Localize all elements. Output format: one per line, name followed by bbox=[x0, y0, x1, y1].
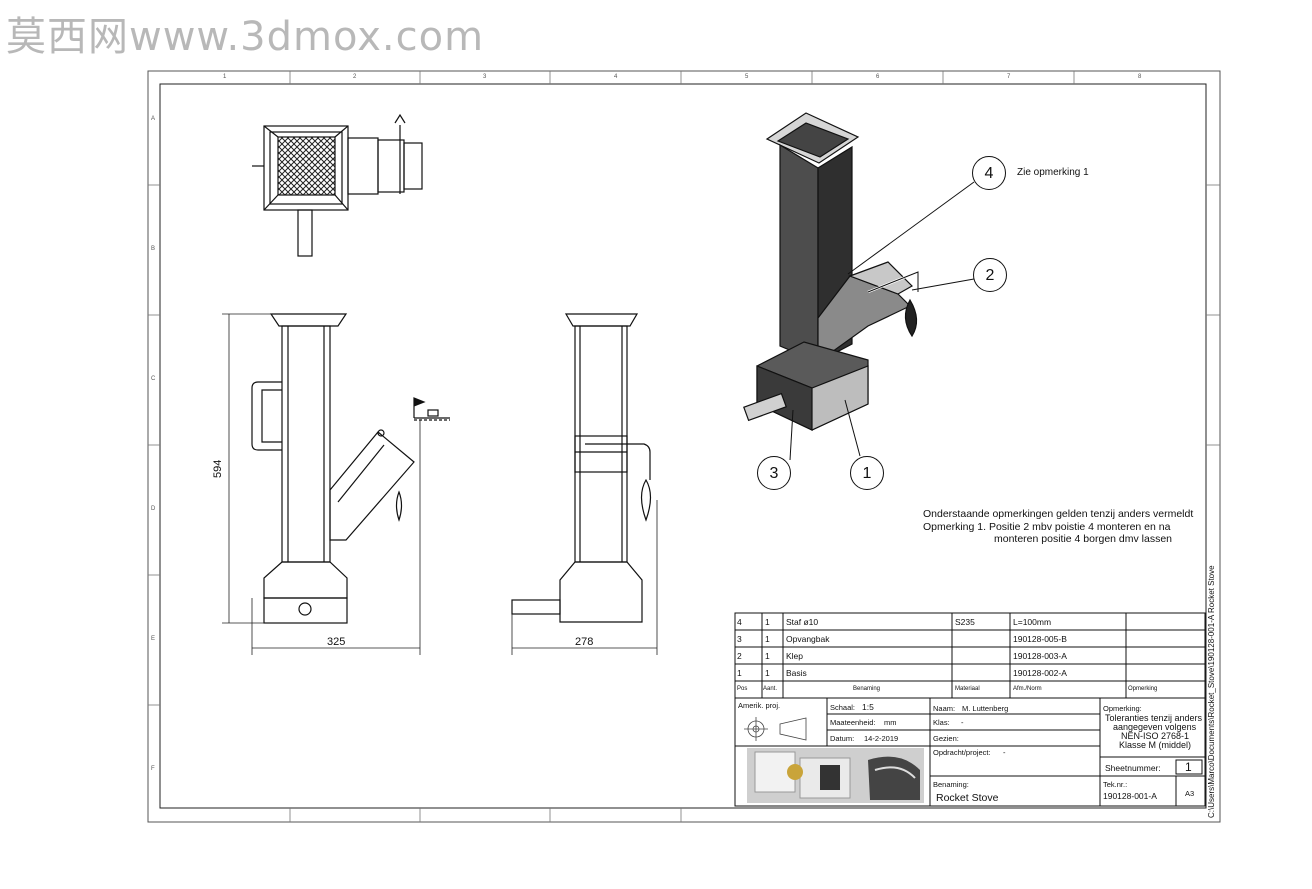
bom-row-1-qty: 1 bbox=[765, 668, 770, 678]
zone-col-3: 3 bbox=[483, 74, 487, 80]
remark-line-2: aangegeven volgens bbox=[1113, 722, 1197, 732]
unit-value: mm bbox=[884, 718, 897, 727]
zone-row-d: D bbox=[151, 506, 156, 512]
drawing-number-label: Tek.nr.: bbox=[1103, 780, 1128, 789]
title-value: Rocket Stove bbox=[936, 792, 999, 804]
unit-label: Maateenheid: bbox=[830, 718, 876, 727]
bom-header-material: Materiaal bbox=[955, 686, 980, 692]
projection-symbol bbox=[744, 717, 807, 741]
dimension-lines bbox=[222, 313, 658, 655]
class-value: - bbox=[961, 718, 964, 727]
bom-row-1-name: Basis bbox=[786, 668, 807, 678]
bom-row-2-pos: 2 bbox=[737, 651, 742, 661]
title-label: Benaming: bbox=[933, 780, 969, 789]
outer-frame bbox=[147, 70, 1221, 823]
zone-row-c: C bbox=[151, 376, 156, 382]
sheet-label: Sheetnummer: bbox=[1105, 763, 1161, 773]
balloon-3: 3 bbox=[757, 456, 791, 490]
project-value: - bbox=[1003, 748, 1006, 757]
bom-row-4-norm: L=100mm bbox=[1013, 617, 1052, 627]
side-view bbox=[511, 313, 652, 623]
bom-row-2-norm: 190128-003-A bbox=[1013, 651, 1067, 661]
project-label: Opdracht/project: bbox=[933, 748, 991, 757]
zone-ticks bbox=[148, 71, 1220, 822]
zone-col-7: 7 bbox=[1007, 74, 1011, 80]
bom-row-4-pos: 4 bbox=[737, 617, 742, 627]
date-value: 14-2-2019 bbox=[864, 734, 899, 743]
bom-row-3-pos: 3 bbox=[737, 634, 742, 644]
remark-label: Opmerking: bbox=[1103, 704, 1142, 713]
class-label: Klas: bbox=[933, 718, 950, 727]
front-view bbox=[251, 313, 450, 624]
dimension-width-front: 325 bbox=[327, 636, 346, 648]
date-label: Datum: bbox=[830, 734, 855, 743]
sheet-value: 1 bbox=[1185, 760, 1192, 774]
balloon-2: 2 bbox=[973, 258, 1007, 292]
projection-label: Amerik. proj. bbox=[738, 701, 781, 710]
remark-line-1: Toleranties tenzij anders bbox=[1105, 713, 1203, 723]
title-block-lines bbox=[734, 697, 1206, 807]
zone-col-6: 6 bbox=[876, 74, 880, 80]
zone-col-4: 4 bbox=[614, 74, 618, 80]
file-path: C:\Users\Marco\Documents\Rocket_Stove\19… bbox=[1207, 565, 1216, 818]
remark-line-3: NEN-ISO 2768-1 bbox=[1121, 731, 1190, 741]
bom-row-4-qty: 1 bbox=[765, 617, 770, 627]
zone-row-a: A bbox=[151, 116, 156, 122]
bom-header-remark: Opmerking bbox=[1128, 686, 1158, 692]
balloon-leaders bbox=[789, 181, 975, 461]
bom-header-pos: Pos bbox=[737, 686, 748, 692]
bom-row-1-pos: 1 bbox=[737, 668, 742, 678]
scale-value: 1:5 bbox=[862, 702, 874, 712]
dimension-height: 594 bbox=[212, 459, 224, 478]
dimension-width-side: 278 bbox=[575, 636, 594, 648]
notes-line-3: monteren positie 4 borgen dmv lassen bbox=[994, 533, 1173, 545]
balloon-4: 4 bbox=[972, 156, 1006, 190]
notes-line-2: Opmerking 1. Positie 2 mbv poistie 4 mon… bbox=[923, 521, 1171, 533]
notes-line-1: Onderstaande opmerkingen gelden tenzij a… bbox=[923, 508, 1194, 520]
bom-row-4-name: Staf ø10 bbox=[786, 617, 819, 627]
sheet-format: A3 bbox=[1185, 789, 1195, 798]
watermark-text: 莫西网www.3dmox.com bbox=[6, 14, 485, 60]
drawing-number-value: 190128-001-A bbox=[1103, 791, 1157, 801]
checked-label: Gezien: bbox=[933, 734, 959, 743]
bom-row-4-material: S235 bbox=[955, 617, 975, 627]
bom-header-norm: Afm./Norm bbox=[1013, 686, 1042, 692]
zone-col-1: 1 bbox=[223, 74, 227, 80]
bom-row-2-name: Klep bbox=[786, 651, 804, 661]
title-thumbnail bbox=[747, 748, 924, 803]
zone-row-f: F bbox=[151, 766, 155, 772]
name-label: Naam: bbox=[933, 704, 956, 713]
bom-header-name: Benaming bbox=[853, 686, 881, 692]
zone-row-e: E bbox=[151, 636, 156, 642]
balloon-note: Zie opmerking 1 bbox=[1017, 167, 1089, 178]
bom-table-lines bbox=[734, 612, 1206, 699]
bom-row-3-norm: 190128-005-B bbox=[1013, 634, 1067, 644]
zone-col-8: 8 bbox=[1138, 74, 1142, 80]
bom-row-3-qty: 1 bbox=[765, 634, 770, 644]
zone-col-2: 2 bbox=[353, 74, 357, 80]
bom-header-qty: Aant. bbox=[763, 686, 778, 692]
inner-frame bbox=[159, 83, 1207, 809]
balloon-1: 1 bbox=[850, 456, 884, 490]
bom-row-2-qty: 1 bbox=[765, 651, 770, 661]
name-value: M. Luttenberg bbox=[962, 704, 1009, 713]
bom-row-1-norm: 190128-002-A bbox=[1013, 668, 1067, 678]
zone-col-5: 5 bbox=[745, 74, 749, 80]
zone-row-b: B bbox=[151, 246, 156, 252]
remark-line-4: Klasse M (middel) bbox=[1119, 740, 1192, 750]
isometric-view bbox=[743, 112, 920, 431]
bom-row-3-name: Opvangbak bbox=[786, 634, 830, 644]
scale-label: Schaal: bbox=[830, 703, 856, 712]
top-view bbox=[252, 113, 423, 257]
